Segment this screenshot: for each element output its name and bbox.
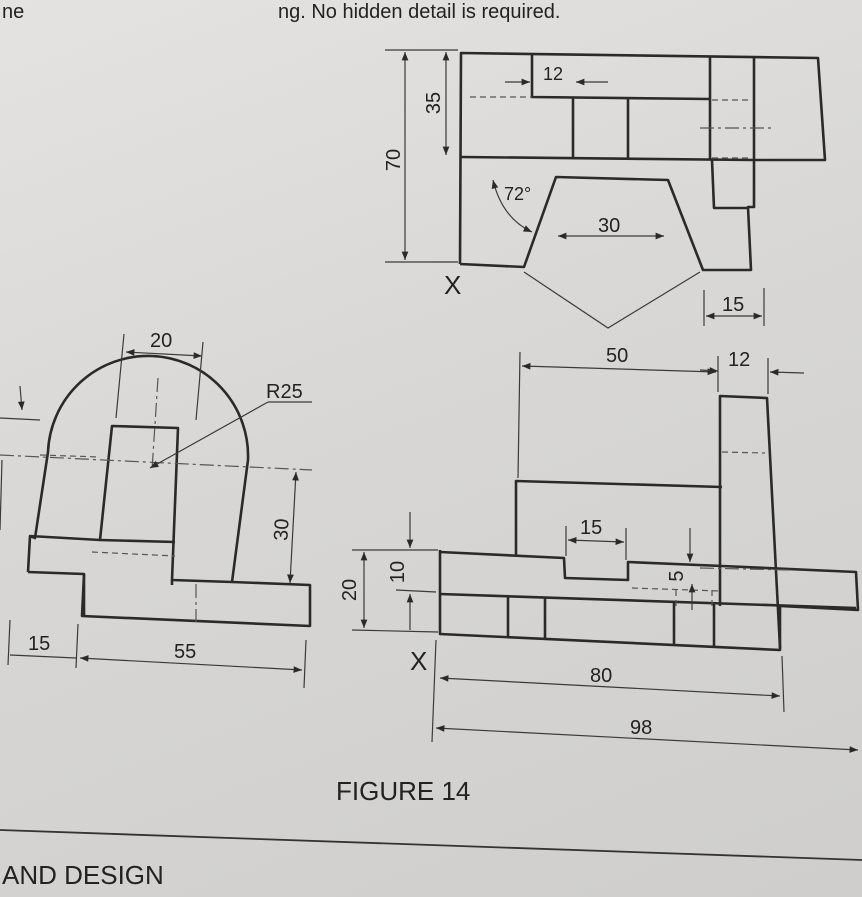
front-ref-x: X [410,646,427,676]
plan-dim-70: 70 [383,149,405,171]
plan-dim-30: 30 [598,215,620,237]
front-dim-15: 15 [580,517,602,539]
footer-rule [0,829,862,861]
footer-section: AND DESIGN [2,860,164,890]
header-left-fragment: ne [2,1,24,23]
front-dim-20: 20 [339,579,361,601]
front-dim-80: 80 [590,665,612,687]
end-dim-15: 15 [28,633,50,655]
front-dim-12: 12 [728,349,750,371]
plan-outline [458,51,827,272]
front-dim-10: 10 [387,561,409,583]
plan-dim-15: 15 [722,294,744,316]
plan-angle-72: 72° [504,184,531,204]
plan-dim-35: 35 [423,92,445,114]
front-dim-5: 5 [666,570,688,581]
end-dim-55: 55 [174,641,196,663]
end-dim-20: 20 [150,330,172,352]
plan-view: 70 35 12 72° 30 X 15 [383,49,827,329]
plan-dim-12: 12 [543,64,563,84]
front-dim-98: 98 [630,717,652,739]
plan-ref-x: X [444,270,461,300]
end-radius-r25: R25 [266,381,303,403]
header-instruction: ng. No hidden detail is required. [278,1,560,23]
end-view-outline [26,354,250,584]
end-dim-30: 30 [270,518,293,541]
front-view: 50 12 15 5 20 10 X 80 98 [339,345,860,753]
figure-caption: FIGURE 14 [336,776,470,806]
end-view: 20 R25 30 15 55 [0,330,313,689]
front-dim-50: 50 [606,345,628,367]
front-base-outline [438,550,860,652]
